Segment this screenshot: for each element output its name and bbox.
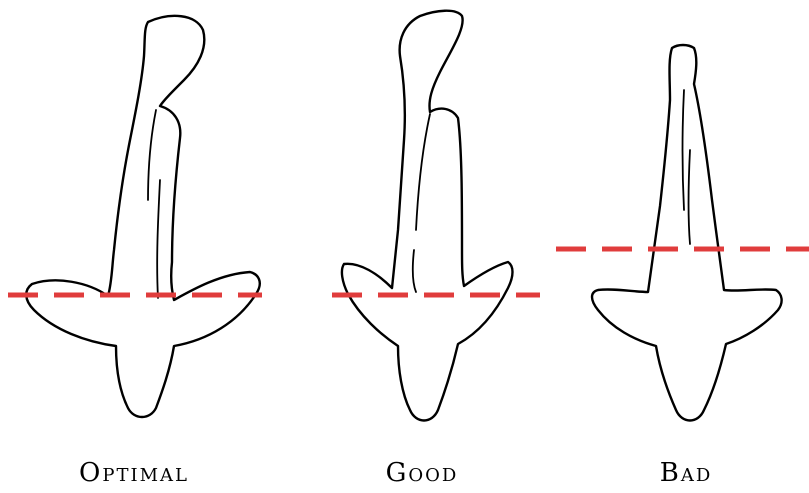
optimal-inner-detail-2 xyxy=(157,180,160,298)
bad-inner-detail-2 xyxy=(689,150,691,244)
bad-label: Bad xyxy=(586,458,786,488)
optimal-inner-detail-1 xyxy=(148,110,156,200)
bad-panel xyxy=(592,45,782,421)
bad-body-outline xyxy=(592,45,782,421)
optimal-panel xyxy=(26,16,260,417)
bad-inner-detail-1 xyxy=(683,90,685,210)
good-label: Good xyxy=(322,458,522,488)
good-inner-detail-2 xyxy=(413,250,416,292)
good-body-outline xyxy=(342,11,513,421)
optimal-label: Optimal xyxy=(34,458,234,488)
good-panel xyxy=(342,11,513,421)
optimal-body-outline xyxy=(26,16,260,417)
good-inner-detail-1 xyxy=(416,114,430,230)
